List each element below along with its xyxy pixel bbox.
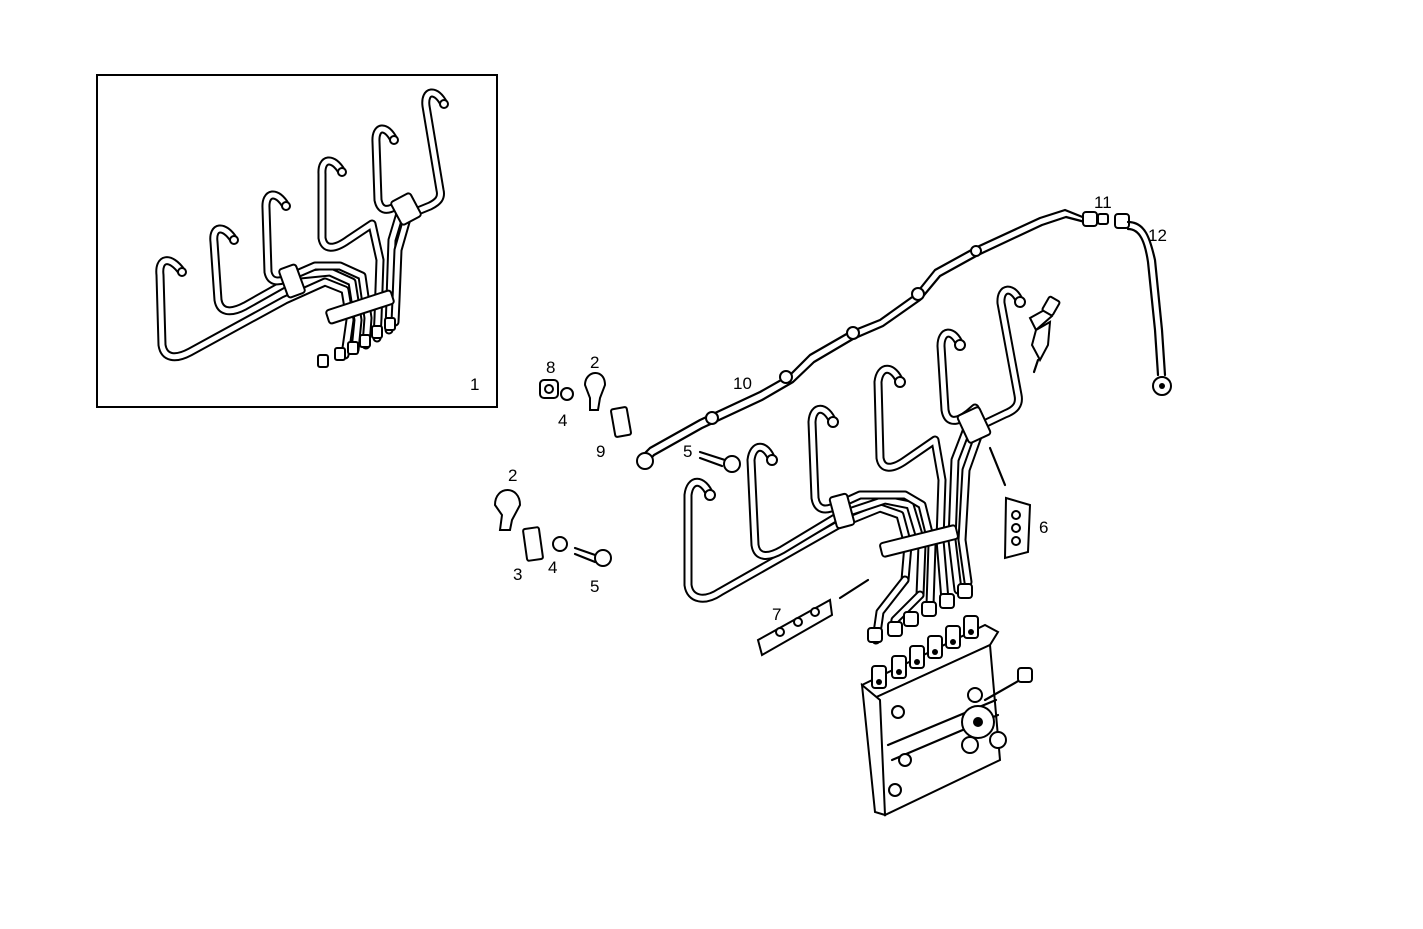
callout-2-lower: 2 [508, 466, 517, 485]
part-2-clamp-b [493, 489, 522, 531]
callout-10: 10 [733, 374, 752, 393]
callouts: 2 8 4 9 10 11 12 5 2 3 4 5 6 7 [508, 193, 1167, 624]
main-pipe-assembly [683, 285, 1026, 645]
callout-9: 9 [596, 442, 605, 461]
part-4-washer [560, 387, 574, 401]
callout-5-lower: 5 [590, 577, 599, 596]
part-4-washer-b [552, 536, 568, 552]
callout-2-upper: 2 [590, 353, 599, 372]
part-5-bolt-b [573, 546, 600, 558]
callout-4-lower: 4 [548, 558, 557, 577]
clamp-block-7 [756, 578, 870, 657]
callout-4-upper: 4 [558, 411, 567, 430]
callout-12: 12 [1148, 226, 1167, 245]
callout-7: 7 [772, 605, 781, 624]
callout-11: 11 [1094, 193, 1112, 212]
callout-6: 6 [1039, 518, 1048, 537]
delivery-valves [871, 615, 979, 689]
part-3-plate [522, 526, 544, 562]
callout-1: 1 [470, 375, 479, 394]
inset-panel: 1 [96, 74, 498, 408]
part-9-plate [610, 406, 632, 438]
clamp-block-6 [988, 446, 1032, 560]
part-5-bolt-a [698, 450, 727, 462]
inset-frame [96, 74, 498, 408]
return-line [636, 208, 1172, 470]
callout-8: 8 [546, 358, 555, 377]
injection-pump [860, 615, 1033, 817]
parts-group-upper [539, 372, 741, 473]
part-2-clamp [583, 372, 607, 411]
injector [1028, 295, 1061, 374]
callout-3: 3 [513, 565, 522, 584]
parts-group-lower [493, 489, 612, 567]
callout-5-upper: 5 [683, 442, 692, 461]
inset-pipe-assembly [155, 88, 449, 368]
